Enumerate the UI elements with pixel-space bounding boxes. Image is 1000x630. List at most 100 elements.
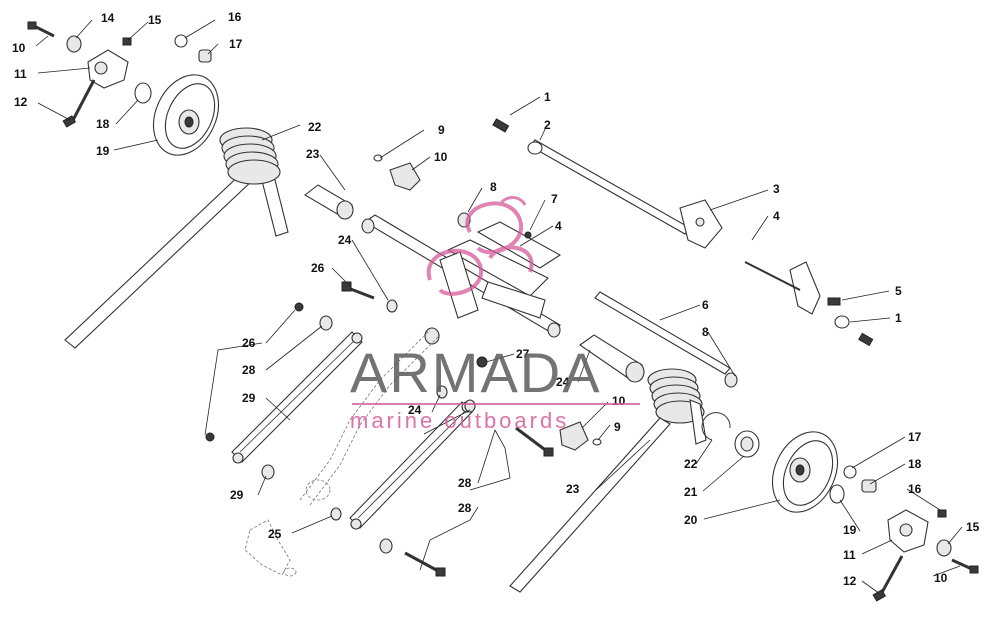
callout-1-top: 1	[544, 90, 551, 104]
spacer-8-right	[724, 372, 738, 388]
callout-13-right: 12	[843, 574, 857, 588]
left-axle-bracket	[87, 49, 129, 89]
callout-10-top: 10	[434, 150, 448, 164]
callout-28-center: 28	[458, 476, 472, 490]
snap-ring	[701, 412, 731, 441]
callout-23-left: 23	[306, 147, 320, 161]
callout-11-left: 10	[12, 41, 26, 55]
right-ring-16	[843, 465, 857, 479]
clip-9-lower	[592, 438, 602, 446]
callout-8-top: 8	[490, 180, 497, 194]
right-sleeve-23	[579, 334, 645, 383]
watermark-brand: ARMADA	[350, 341, 602, 404]
callout-numbers: 10 14 15 16 17 11 12 18 19 22 23 1 2 3 4…	[12, 10, 980, 588]
callout-29-left: 29	[242, 391, 256, 405]
left-bolt-11	[27, 21, 55, 38]
callout-23-right: 24	[556, 375, 570, 389]
right-cap	[936, 539, 952, 557]
left-bushing-17	[198, 49, 212, 63]
bushing-24-b	[436, 385, 448, 399]
callout-2: 2	[544, 118, 551, 132]
left-coil-spring	[219, 127, 281, 185]
callout-25: 26	[311, 261, 325, 275]
washer-top	[527, 141, 543, 155]
callout-16-right: 17	[908, 430, 922, 444]
spacer-28-b	[261, 464, 275, 480]
callout-19-right: 20	[684, 513, 698, 527]
callout-12-right: 11	[843, 548, 856, 562]
bolt-1-right	[858, 332, 874, 347]
armada-logo-mark	[426, 196, 534, 296]
callout-15-left: 15	[148, 13, 162, 27]
callout-20: 21	[684, 485, 698, 499]
upper-rear-shaft	[529, 139, 691, 235]
callout-28-lower: 29	[230, 488, 244, 502]
callout-18-left: 18	[96, 117, 110, 131]
callout-21: 22	[684, 457, 698, 471]
left-ring-16	[174, 34, 188, 48]
callout-24-top: 24	[338, 233, 352, 247]
right-washer	[829, 484, 845, 504]
leader-lines	[35, 19, 963, 595]
watermark-tagline: marine outboards	[350, 408, 569, 433]
callout-5: 5	[895, 284, 902, 298]
callout-14-right: 15	[966, 520, 980, 534]
armada-watermark: ARMADA marine outboards	[350, 196, 640, 433]
callout-1-right: 1	[895, 311, 902, 325]
left-idler-wheel	[152, 74, 220, 156]
callout-17-right: 18	[908, 457, 922, 471]
callout-7: 7	[551, 192, 558, 206]
callout-26-center: 27	[516, 347, 530, 361]
right-nut-15	[937, 509, 947, 518]
callout-24-center: 24	[408, 403, 422, 417]
left-sleeve-23	[304, 184, 354, 220]
bolt-27-lower	[404, 551, 446, 577]
right-axle-bracket	[887, 509, 929, 553]
right-bolt-13	[872, 555, 904, 602]
left-torsion-arm	[64, 164, 289, 349]
callout-17-left: 17	[229, 37, 243, 51]
left-cap	[66, 35, 82, 53]
bracket-3	[679, 199, 723, 249]
left-washer	[134, 82, 152, 104]
callout-19-left: 19	[96, 144, 110, 158]
callout-12-left: 11	[14, 67, 27, 81]
callout-15-right: 16	[908, 482, 922, 496]
nut-26-a	[294, 302, 304, 312]
callout-26-left: 26	[242, 336, 256, 350]
callout-4-right: 4	[773, 209, 780, 223]
callout-14-left: 14	[101, 11, 115, 25]
callout-27: 28	[458, 501, 472, 515]
left-bolt-13	[62, 79, 96, 128]
washer-right	[834, 315, 850, 329]
nut-26-b	[205, 432, 215, 442]
bearing	[734, 430, 760, 458]
callout-9-top: 9	[438, 123, 445, 137]
right-idler-wheel	[771, 431, 839, 513]
callout-6: 6	[702, 298, 709, 312]
center-frame	[439, 221, 562, 319]
left-nut-15	[122, 37, 132, 46]
stopper-block-lower	[559, 421, 589, 451]
bolt-25	[341, 281, 375, 300]
callout-8-right: 8	[702, 325, 709, 339]
callout-3: 3	[773, 182, 780, 196]
right-bolt-11	[951, 558, 979, 574]
callout-28-top: 28	[242, 363, 256, 377]
right-rear-bracket	[744, 261, 821, 315]
bushing-24-c	[330, 507, 342, 521]
bolt-5	[827, 297, 841, 306]
callout-16-left: 16	[228, 10, 242, 24]
bolt-1-top	[492, 118, 510, 133]
right-torsion-arm	[509, 399, 707, 593]
bolt-27	[515, 426, 554, 457]
ghost-shock-absorber	[244, 329, 441, 577]
callout-9-lower: 9	[614, 420, 621, 434]
callout-13-left: 12	[14, 95, 28, 109]
callout-22-left: 22	[308, 120, 322, 134]
callout-10-lower: 10	[612, 394, 626, 408]
callout-11-right: 10	[934, 571, 948, 585]
callout-18-right: 19	[843, 523, 857, 537]
